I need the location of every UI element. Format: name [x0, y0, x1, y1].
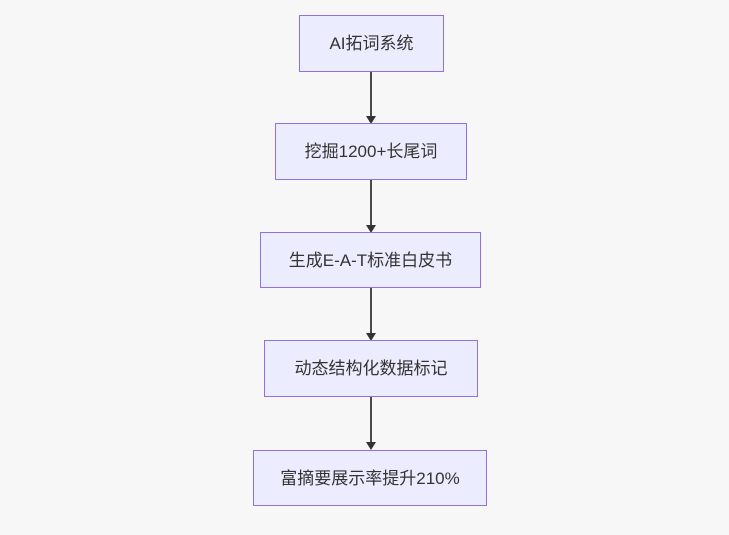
- arrow-down-icon: [366, 333, 376, 341]
- flow-node-label: 动态结构化数据标记: [294, 359, 448, 378]
- flow-node-structured-data-markup: 动态结构化数据标记: [264, 340, 478, 397]
- arrow-down-icon: [366, 116, 376, 124]
- flow-node-label: AI拓词系统: [329, 34, 414, 53]
- edge-line-d-e: [370, 397, 372, 442]
- flow-node-ai-keyword-system: AI拓词系统: [299, 15, 444, 72]
- flow-node-label: 生成E-A-T标准白皮书: [288, 250, 453, 270]
- edge-line-c-d: [370, 288, 372, 333]
- flow-node-longtail-mining: 挖掘1200+长尾词: [275, 123, 467, 180]
- flow-node-label: 挖掘1200+长尾词: [304, 142, 438, 161]
- flow-node-label: 富摘要展示率提升210%: [280, 468, 460, 488]
- arrow-down-icon: [366, 225, 376, 233]
- edge-line-b-c: [370, 180, 372, 225]
- edge-line-a-b: [370, 72, 372, 116]
- flow-node-eat-whitepaper: 生成E-A-T标准白皮书: [260, 232, 481, 288]
- arrow-down-icon: [366, 442, 376, 450]
- flow-node-rich-snippet-result: 富摘要展示率提升210%: [253, 450, 487, 506]
